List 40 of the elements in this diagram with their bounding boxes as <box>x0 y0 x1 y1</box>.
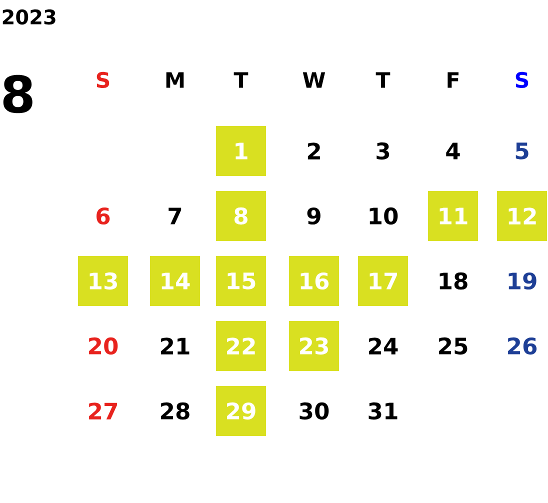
day-number: 20 <box>89 337 118 355</box>
day-number: 19 <box>508 272 536 290</box>
day-number: 6 <box>96 207 110 225</box>
day-number: 3 <box>376 142 390 160</box>
day-number: 2 <box>308 142 320 160</box>
weekday-header: S <box>96 72 110 88</box>
year: 2023 <box>2 9 56 25</box>
highlighted-day: 1 <box>216 126 266 176</box>
day-number: 26 <box>508 337 537 355</box>
day-number: 30 <box>300 402 329 420</box>
day-number: 28 <box>161 402 190 420</box>
highlighted-day: 12 <box>497 191 547 241</box>
highlighted-day: 16 <box>289 256 339 306</box>
day-number: 24 <box>369 338 398 354</box>
highlighted-day: 22 <box>216 321 266 371</box>
highlighted-day: 29 <box>216 386 266 436</box>
day-number: 4 <box>446 142 460 160</box>
day-number: 25 <box>439 337 468 355</box>
day-number: 21 <box>161 338 190 354</box>
weekday-header: F <box>448 72 458 88</box>
highlighted-day: 8 <box>216 191 266 241</box>
day-number: 7 <box>168 208 182 224</box>
weekday-header: T <box>376 72 390 88</box>
weekday-header: W <box>302 72 326 88</box>
day-number: 10 <box>370 207 398 225</box>
day-number: 27 <box>89 402 117 420</box>
weekday-header: S <box>516 72 528 88</box>
weekday-header: T <box>234 72 248 88</box>
month-number: 8 <box>3 74 32 114</box>
weekday-header: M <box>166 72 184 88</box>
highlighted-day: 15 <box>216 256 266 306</box>
highlighted-day: 17 <box>358 256 408 306</box>
day-number: 31 <box>368 402 398 420</box>
highlighted-day: 13 <box>78 256 128 306</box>
day-number: 18 <box>440 272 468 290</box>
day-number: 9 <box>307 207 320 225</box>
day-number: 5 <box>516 142 528 160</box>
highlighted-day: 11 <box>428 191 478 241</box>
highlighted-day: 14 <box>150 256 200 306</box>
highlighted-day: 23 <box>289 321 339 371</box>
